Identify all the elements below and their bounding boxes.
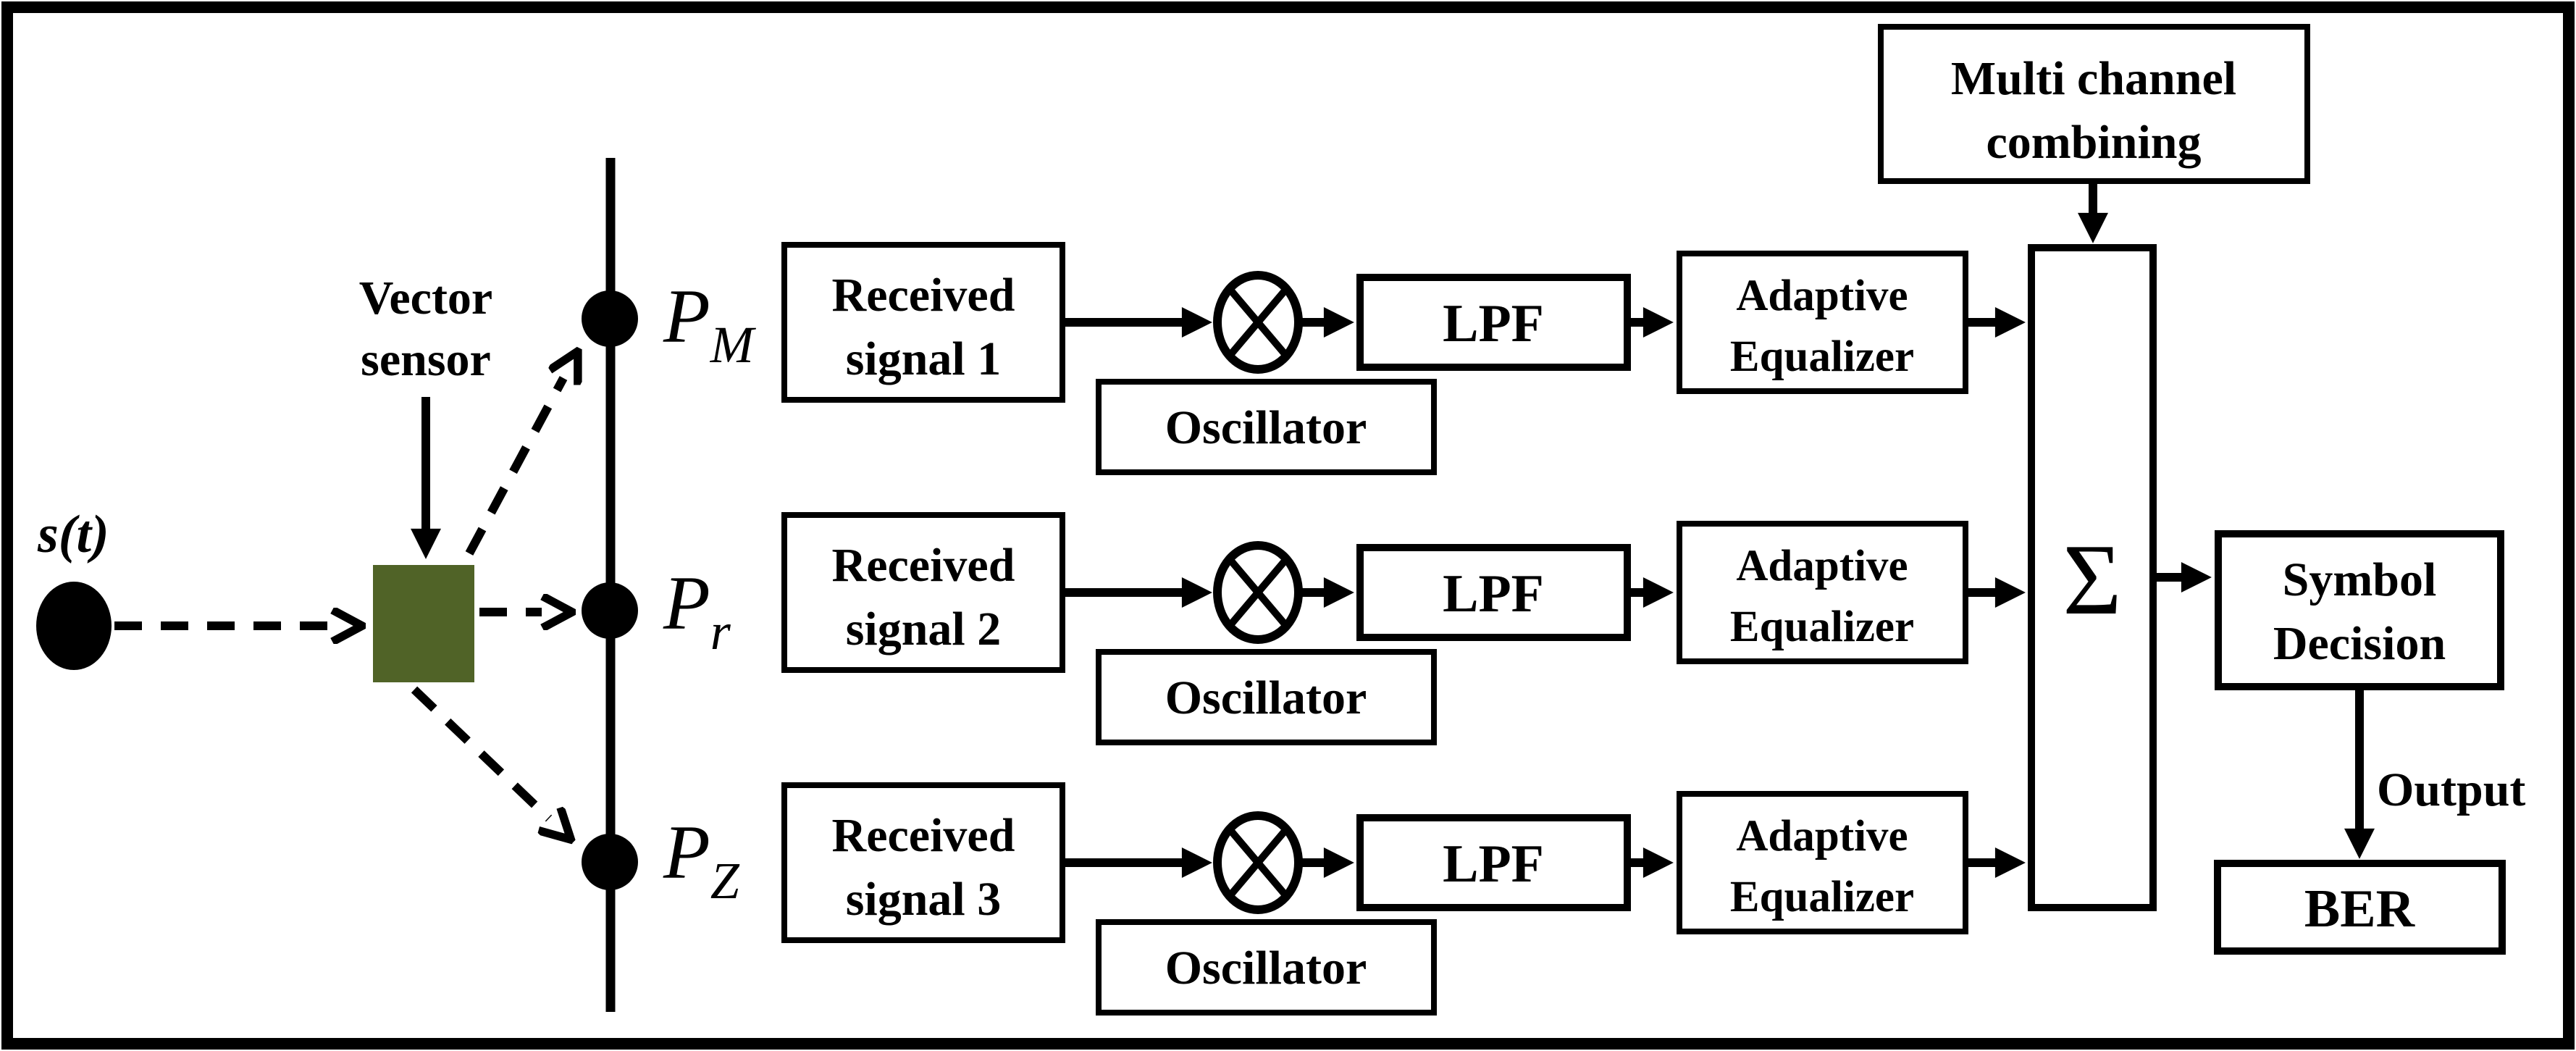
received-signal-3-label-line2: signal 3 [846,873,1002,926]
equalizer-2-label-line1: Adaptive [1736,542,1908,590]
lpf-2-label: LPF [1443,564,1544,624]
received-signal-1-box [781,242,1065,403]
oscillator-2-box [1096,649,1437,745]
output-label: Output [2377,763,2525,816]
received-signal-3-label-line1: Received [832,809,1015,862]
sigma-symbol: Σ [2063,524,2121,636]
lpf-1-label: LPF [1443,294,1544,353]
channel-1: Received signal 1 LPF Adaptive Equalizer… [781,242,2026,475]
lpf-3-label: LPF [1443,834,1544,894]
oscillator-2-label: Oscillator [1165,671,1367,724]
lpf-1-box [1356,274,1631,371]
equalizer-2-label-line2: Equalizer [1730,603,1914,651]
summation-box [2028,244,2157,911]
received-signal-1-label-line1: Received [832,269,1015,322]
multi-channel-combining-label-line1: Multi channel [1951,52,2236,105]
point-pz-label: PZ [663,810,740,910]
channel-2: Received signal 2 LPF Adaptive Equalizer… [781,512,2026,745]
vector-sensor-label-line2: sensor [361,333,491,386]
mixer-2-icon [1213,541,1303,644]
equalizer-3-label-line1: Adaptive [1736,812,1908,861]
path-sensor-to-pm [465,378,563,556]
vector-sensor-icon [373,565,474,682]
ber-label: BER [2304,879,2416,939]
lpf-2-box [1356,544,1631,641]
mixer-3-icon [1213,811,1303,914]
mixer-1-icon [1213,271,1303,374]
received-signal-2-label-line2: signal 2 [846,603,1002,656]
received-signal-3-box [781,782,1065,943]
equalizer-1-label-line1: Adaptive [1736,272,1908,320]
lpf-3-box [1356,814,1631,911]
multi-channel-combining-label-line2: combining [1986,116,2201,169]
point-pr-dot-icon [582,582,638,639]
point-pz-dot-icon [582,834,638,890]
symbol-decision-label-line2: Decision [2273,617,2446,670]
channel-3: Received signal 3 LPF Adaptive Equalizer… [781,782,2026,1016]
symbol-decision-label-line1: Symbol [2283,553,2437,606]
ber-box [2214,860,2506,955]
received-signal-2-label-line1: Received [832,539,1015,592]
oscillator-1-box [1096,379,1437,475]
source-dot-icon [36,582,112,670]
equalizer-3-label-line2: Equalizer [1730,873,1914,921]
equalizer-1-label-line2: Equalizer [1730,332,1914,381]
received-signal-2-box [781,512,1065,673]
source-signal-label: s(t) [37,505,109,564]
received-signal-1-label-line2: signal 1 [846,332,1002,385]
point-pm-label: PM [663,274,757,374]
oscillator-3-label: Oscillator [1165,942,1367,995]
point-pr-label: Pr [663,561,731,661]
point-pm-dot-icon [582,290,638,347]
oscillator-3-box [1096,919,1437,1016]
vector-sensor-label-line1: Vector [359,272,492,324]
equalizer-2-box [1677,521,1968,664]
oscillator-1-label: Oscillator [1165,401,1367,454]
path-sensor-to-pz [411,686,549,818]
